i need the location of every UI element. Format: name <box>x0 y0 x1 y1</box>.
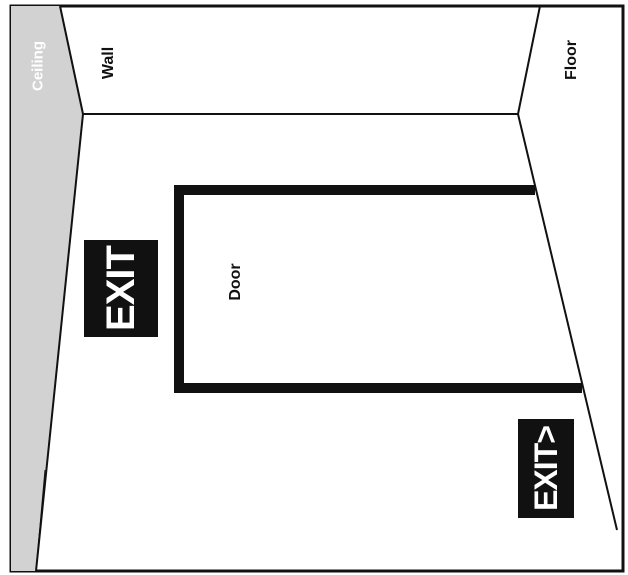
exit-sign-top: EXIT <box>84 240 158 337</box>
exit-sign-bottom: EXIT> <box>518 419 574 518</box>
wall-label: Wall <box>100 47 118 79</box>
ceiling-label: Ceiling <box>30 41 47 91</box>
exit-sign-top-text: EXIT <box>99 246 144 331</box>
floor-label: Floor <box>563 40 581 80</box>
exit-sign-bottom-text: EXIT> <box>528 426 565 511</box>
door-label: Door <box>227 263 245 300</box>
wall-floor-corner-top <box>518 6 540 114</box>
ceiling-surface <box>11 6 83 571</box>
